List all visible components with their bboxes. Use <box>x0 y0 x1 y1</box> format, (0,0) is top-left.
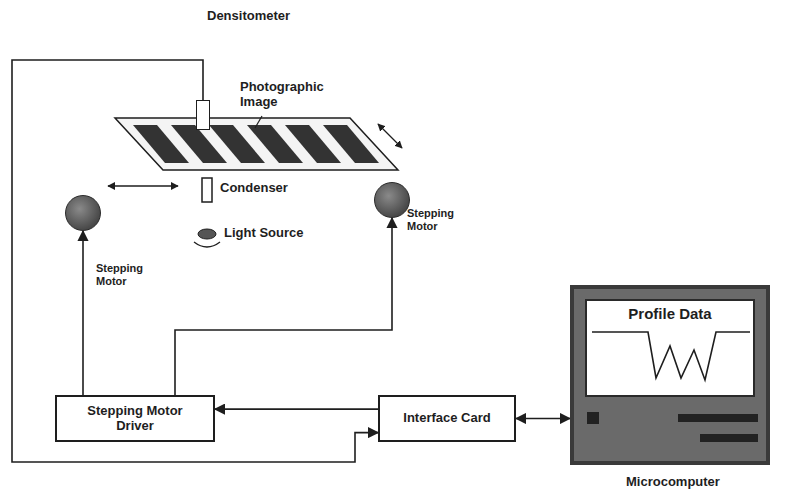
image-bands <box>133 125 379 163</box>
motion-arrow <box>378 124 402 148</box>
part-label: Light Source <box>224 226 334 241</box>
lamp-reflector <box>194 242 220 247</box>
node-label: Profile Data <box>574 305 766 322</box>
profile-curve <box>592 332 750 380</box>
node-label: Interface Card <box>403 411 490 426</box>
node-label: Densitometer <box>207 9 327 24</box>
node-label: Stepping Motor <box>407 207 465 232</box>
node-label: Stepping Motor <box>96 262 154 287</box>
part-label: Photographic Image <box>240 80 340 110</box>
signal-wire <box>215 408 378 410</box>
leader-line <box>255 116 262 128</box>
lamp-bulb <box>198 229 216 239</box>
node-label: Microcomputer <box>626 475 776 490</box>
motion-arrow <box>108 185 178 186</box>
drive-slot <box>678 414 758 422</box>
driver-box: Stepping Motor Driver <box>55 395 215 442</box>
signal-wire <box>82 231 84 395</box>
signal-wire <box>175 218 392 395</box>
part-label: Condenser <box>220 181 320 196</box>
drive-slot <box>700 434 758 442</box>
stepping-motor: Stepping Motor <box>65 195 101 231</box>
condenser-lens <box>202 178 212 202</box>
image-band <box>323 125 379 163</box>
signal-wire <box>516 418 570 420</box>
interface-box: Interface Card <box>378 395 516 442</box>
stepping-motor: Stepping Motor <box>374 182 410 218</box>
node-label: Stepping Motor Driver <box>76 404 194 434</box>
monitor-body <box>570 285 770 465</box>
densitometer-head: Densitometer <box>196 100 210 130</box>
signal-wire <box>12 60 378 462</box>
microcomputer-monitor: Profile DataMicrocomputer <box>570 285 770 465</box>
power-button <box>587 412 599 424</box>
